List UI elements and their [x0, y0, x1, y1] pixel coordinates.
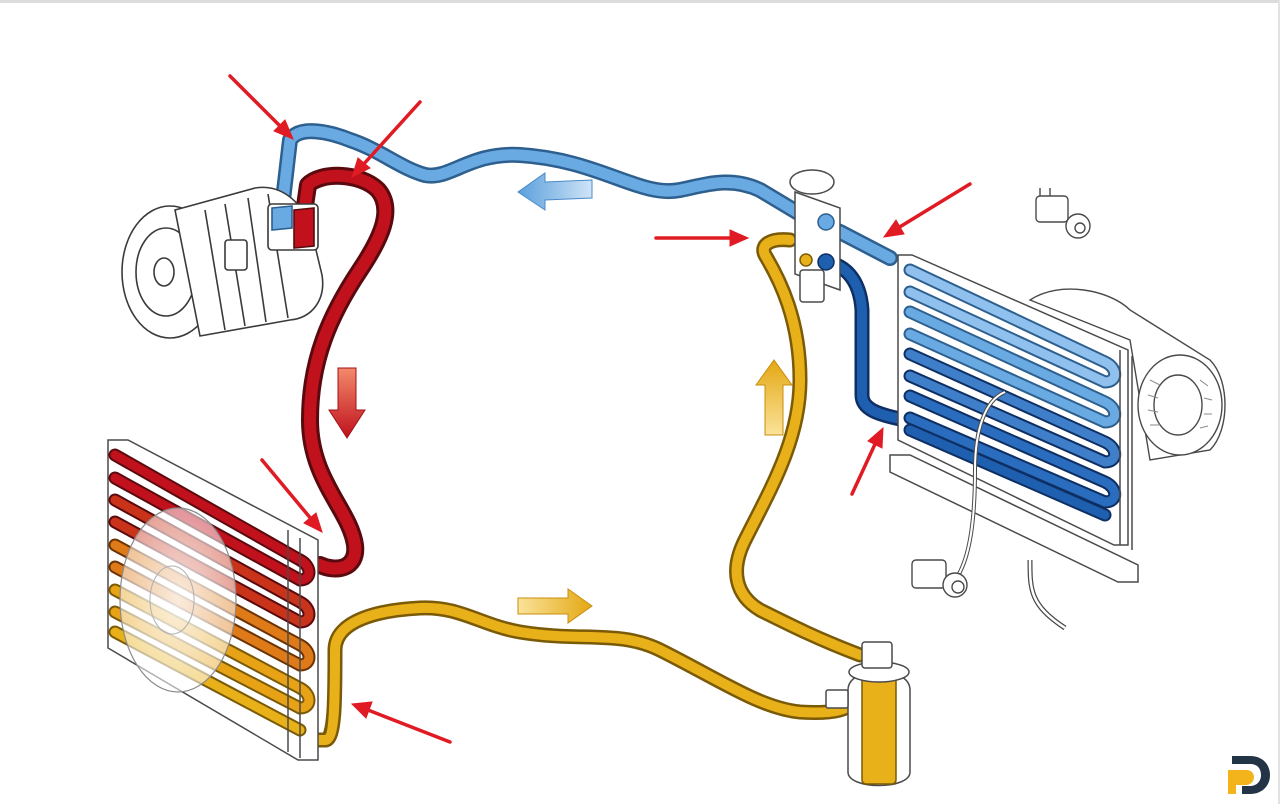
flow-arrow-suction-left — [517, 172, 593, 211]
liquid-line-lower-outline — [292, 600, 858, 748]
evaporator-end-bracket — [1119, 350, 1133, 550]
condenser-fan-hub — [149, 565, 195, 635]
temperature-sensor-head — [942, 572, 968, 598]
evaporator-tray — [889, 454, 1139, 583]
indicator-arrow-1 — [228, 74, 294, 140]
blower-wheel-inner — [1153, 374, 1203, 436]
compressor-pulley-hub — [153, 257, 175, 287]
expansion-valve-diaphragm — [789, 169, 835, 195]
receiver-drier-inlet — [825, 689, 849, 709]
pressure-switch-body — [1035, 195, 1069, 223]
receiver-drier-core — [861, 671, 897, 785]
temperature-sensor-wire-inner — [954, 391, 1006, 581]
discharge-line-fill — [297, 169, 392, 575]
expansion-valve-port-blue — [817, 213, 835, 231]
receiver-drier-fitting — [861, 641, 893, 669]
receiver-drier-icon — [825, 641, 911, 787]
top-border — [0, 0, 1280, 3]
compressor-mount — [224, 239, 248, 271]
indicator-arrows — [228, 74, 972, 744]
right-border — [1278, 0, 1280, 804]
condenser-fan — [119, 507, 237, 693]
evaporator-icon — [889, 254, 1139, 631]
temperature-sensor-head-inner — [951, 580, 965, 594]
suction-line-fill — [277, 125, 896, 264]
liquid-line-lower — [292, 600, 858, 748]
compressor-cutaway-blue — [271, 205, 293, 231]
indicator-arrow-7 — [850, 426, 884, 496]
flow-arrow-liquid-right — [517, 588, 593, 624]
indicator-arrow-2 — [351, 100, 422, 178]
liquid-line-upper-outline — [729, 232, 868, 663]
temperature-sensor-icon — [911, 390, 1006, 598]
flow-arrow-discharge-down — [328, 367, 366, 439]
liquid-line-upper — [729, 232, 868, 663]
indicator-arrow-4 — [350, 701, 452, 744]
evaporator-coils — [903, 263, 1122, 522]
logo-outer-arc — [1232, 756, 1270, 794]
condenser-icon — [107, 439, 319, 761]
pressure-switch-pins — [1039, 188, 1051, 196]
evaporator-drain-pipe-inner — [1028, 559, 1066, 630]
logo-inner-shape — [1228, 770, 1254, 794]
pressure-switch-cap-inner — [1074, 222, 1086, 234]
brand-logo-icon — [1228, 756, 1270, 794]
compressor-icon — [121, 186, 324, 339]
liquid-line-lower-fill — [295, 602, 855, 745]
indicator-arrow-3 — [260, 458, 323, 533]
expansion-valve-icon — [789, 169, 841, 303]
expansion-valve-port-dark — [817, 253, 835, 271]
compressor-cutaway-red — [293, 207, 315, 249]
indicator-arrow-5 — [654, 229, 750, 247]
pressure-switch-icon — [1035, 188, 1091, 239]
expansion-valve-port-yellow — [799, 253, 813, 267]
blower-blades — [1147, 379, 1213, 429]
expansion-valve-stem — [799, 269, 825, 303]
flow-arrow-liquid-up — [755, 359, 793, 436]
temperature-sensor-plug — [911, 559, 947, 589]
evaporator-drain-pipe — [1027, 559, 1067, 631]
liquid-line-upper-fill — [731, 234, 865, 660]
blower-fan-icon — [1028, 288, 1226, 461]
suction-line — [275, 123, 898, 266]
condenser-side-bracket — [287, 530, 301, 758]
flow-arrows — [328, 172, 793, 624]
discharge-line — [294, 166, 395, 578]
indicator-arrow-6 — [882, 182, 972, 238]
